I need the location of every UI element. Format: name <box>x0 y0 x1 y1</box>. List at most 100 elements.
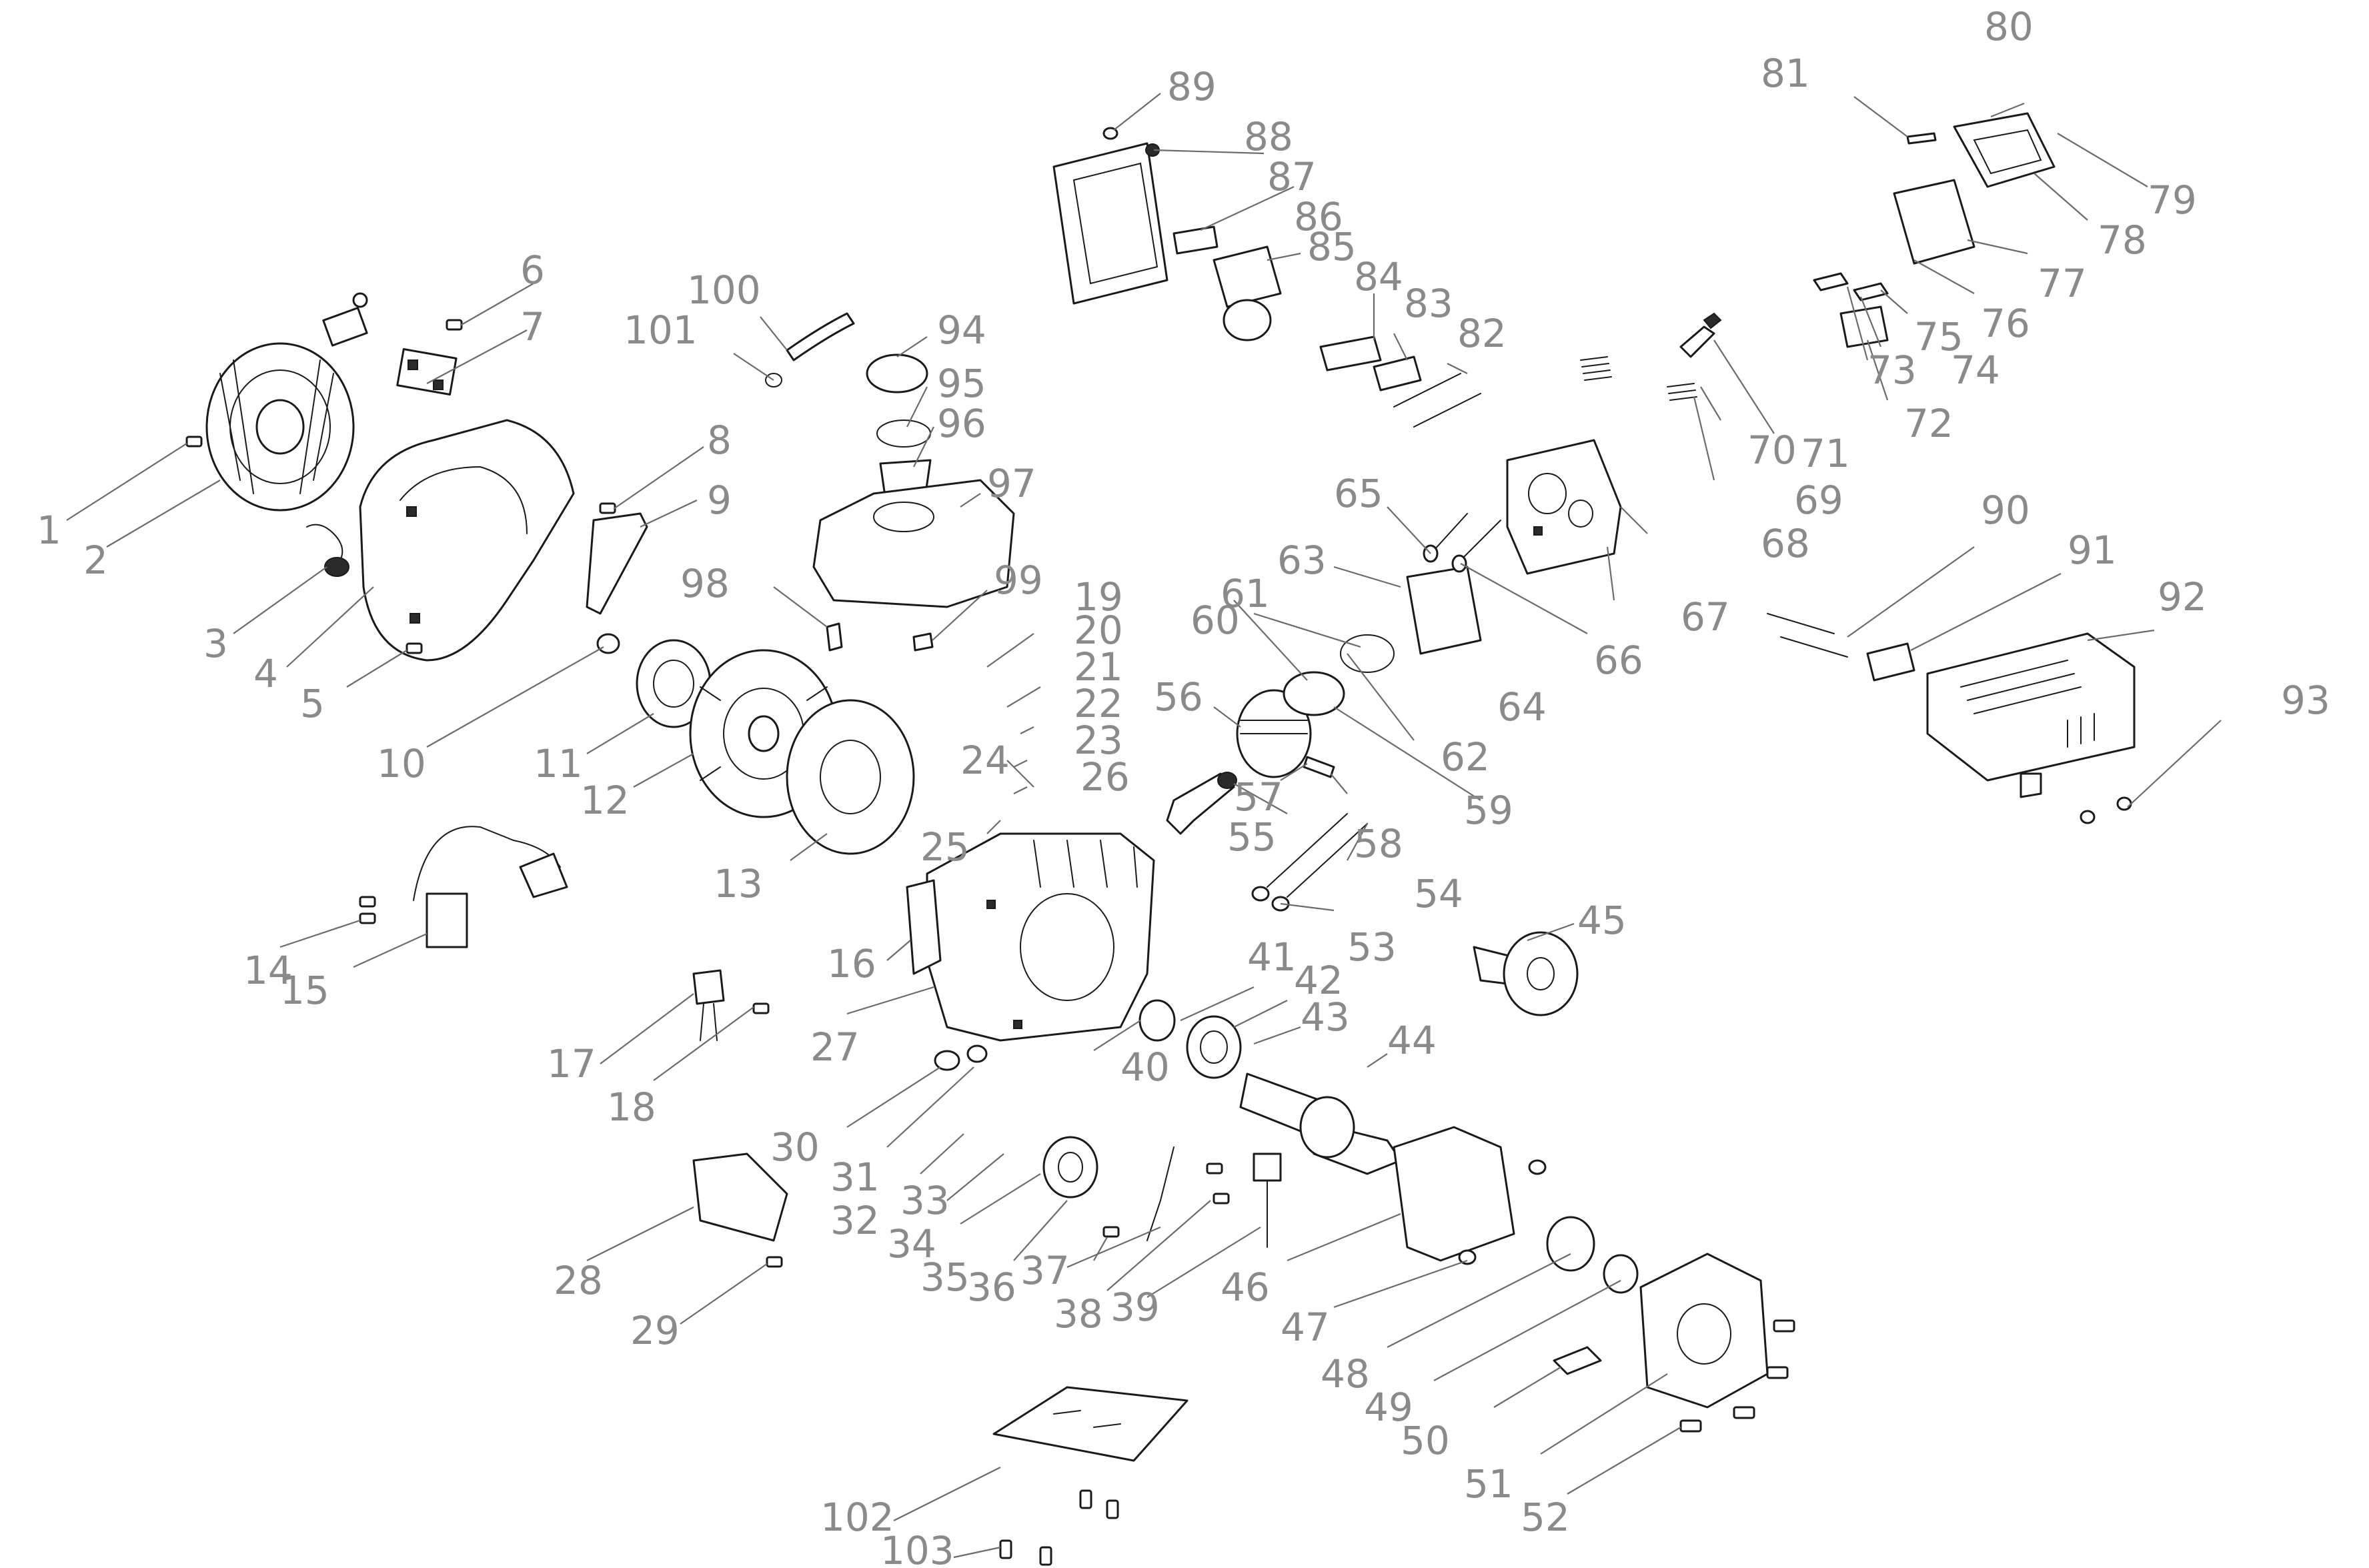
callout-102: 102 <box>820 1495 894 1540</box>
callout-95: 95 <box>937 361 986 406</box>
callout-26: 26 <box>1080 754 1130 800</box>
callout-6: 6 <box>520 247 545 293</box>
fuel-cap <box>866 353 928 394</box>
callout-25: 25 <box>920 824 970 870</box>
muffler-gasket <box>1866 642 1915 682</box>
dowel-pins <box>1458 1159 1547 1265</box>
callout-labels: 1 2 3 4 5 6 7 8 9 10 11 12 13 14 15 16 1… <box>37 4 2330 1568</box>
callout-75: 75 <box>1914 314 1963 359</box>
callout-101: 101 <box>624 307 698 353</box>
callout-98: 98 <box>680 561 730 606</box>
carburetor <box>1213 245 1282 341</box>
callout-92: 92 <box>2158 574 2207 620</box>
tank-bolt <box>912 632 934 652</box>
callout-85: 85 <box>1307 224 1357 269</box>
muffler <box>1926 632 2136 798</box>
callout-18: 18 <box>607 1084 656 1130</box>
camshaft <box>1473 931 1579 1016</box>
crankcase-cover <box>1639 1253 1769 1409</box>
callout-42: 42 <box>1294 958 1343 1003</box>
callout-12: 12 <box>580 778 630 823</box>
callout-2: 2 <box>83 538 108 583</box>
carburetor-gasket <box>1172 225 1219 255</box>
callout-38: 38 <box>1054 1291 1103 1337</box>
crankcase-cover-gasket <box>1393 1126 1515 1262</box>
piston <box>1236 689 1312 778</box>
callout-76: 76 <box>1981 301 2030 346</box>
callout-45: 45 <box>1577 898 1627 943</box>
ignition-coil <box>413 826 568 948</box>
callout-97: 97 <box>987 461 1036 506</box>
callout-89: 89 <box>1167 64 1217 109</box>
air-cleaner-nut <box>1102 127 1118 140</box>
rocker-arms <box>1813 272 1889 301</box>
piston-pin <box>1303 756 1335 778</box>
breather-cover <box>692 1152 788 1242</box>
callout-48: 48 <box>1321 1351 1370 1397</box>
callout-13: 13 <box>714 861 763 906</box>
piston-rings <box>1283 634 1395 716</box>
muffler-nuts <box>2080 796 2132 824</box>
callout-93: 93 <box>2281 678 2330 723</box>
callout-63: 63 <box>1277 538 1327 583</box>
main-bearing <box>1546 1216 1595 1272</box>
bearing <box>1186 1015 1242 1079</box>
rocker-plate <box>1839 305 1889 348</box>
callout-77: 77 <box>2038 261 2087 306</box>
callout-23: 23 <box>1074 718 1123 763</box>
part-drawings <box>185 112 2136 1566</box>
callout-49: 49 <box>1364 1385 1413 1430</box>
ground-wire <box>692 969 725 1041</box>
leader-lines <box>66 93 2222 1559</box>
callout-19: 19 <box>1074 574 1123 620</box>
callout-64: 64 <box>1497 684 1547 730</box>
callout-31: 31 <box>830 1154 880 1200</box>
valve-cover <box>1953 112 2056 188</box>
oil-seal <box>1138 999 1176 1042</box>
callout-56: 56 <box>1154 674 1203 720</box>
recoil-starter <box>205 292 368 512</box>
callout-88: 88 <box>1244 114 1293 159</box>
callout-30: 30 <box>770 1124 820 1170</box>
connecting-rod <box>1166 772 1237 835</box>
callout-74: 74 <box>1951 347 2000 393</box>
callout-66: 66 <box>1594 638 1643 683</box>
fuel-line <box>786 312 855 361</box>
callout-3: 3 <box>203 621 228 666</box>
starter-bracket <box>396 347 458 396</box>
fuel-valve <box>826 622 843 652</box>
callout-70: 70 <box>1747 428 1797 473</box>
callout-61: 61 <box>1221 571 1270 616</box>
fuel-filter-ring <box>876 420 931 448</box>
callout-41: 41 <box>1247 934 1297 980</box>
callout-37: 37 <box>1020 1248 1070 1293</box>
callout-14: 14 <box>243 948 293 993</box>
callout-28: 28 <box>554 1258 603 1303</box>
breather-pin <box>1906 132 1937 145</box>
callout-60: 60 <box>1191 598 1240 643</box>
callout-103: 103 <box>880 1528 954 1568</box>
callout-99: 99 <box>994 558 1043 603</box>
callout-86: 86 <box>1294 194 1343 239</box>
callout-50: 50 <box>1401 1418 1450 1463</box>
head-gasket <box>1406 566 1482 655</box>
callout-94: 94 <box>937 307 986 353</box>
base-bolts <box>999 1489 1119 1566</box>
mounting-base <box>992 1386 1189 1462</box>
callout-36: 36 <box>967 1265 1016 1310</box>
callout-39: 39 <box>1110 1285 1160 1330</box>
cover-oil-seal <box>1603 1254 1639 1294</box>
callout-80: 80 <box>1984 4 2034 49</box>
callout-16: 16 <box>827 941 876 986</box>
callout-55: 55 <box>1227 814 1277 860</box>
callout-53: 53 <box>1347 924 1397 970</box>
cylinder-head <box>1506 439 1622 575</box>
flywheel-cover <box>786 699 915 855</box>
callout-40: 40 <box>1120 1044 1170 1090</box>
callout-78: 78 <box>2098 217 2147 263</box>
valve-cover-gasket <box>1893 179 1976 265</box>
callout-5: 5 <box>300 681 325 726</box>
hose-clamp <box>765 373 782 387</box>
callout-62: 62 <box>1441 734 1490 780</box>
